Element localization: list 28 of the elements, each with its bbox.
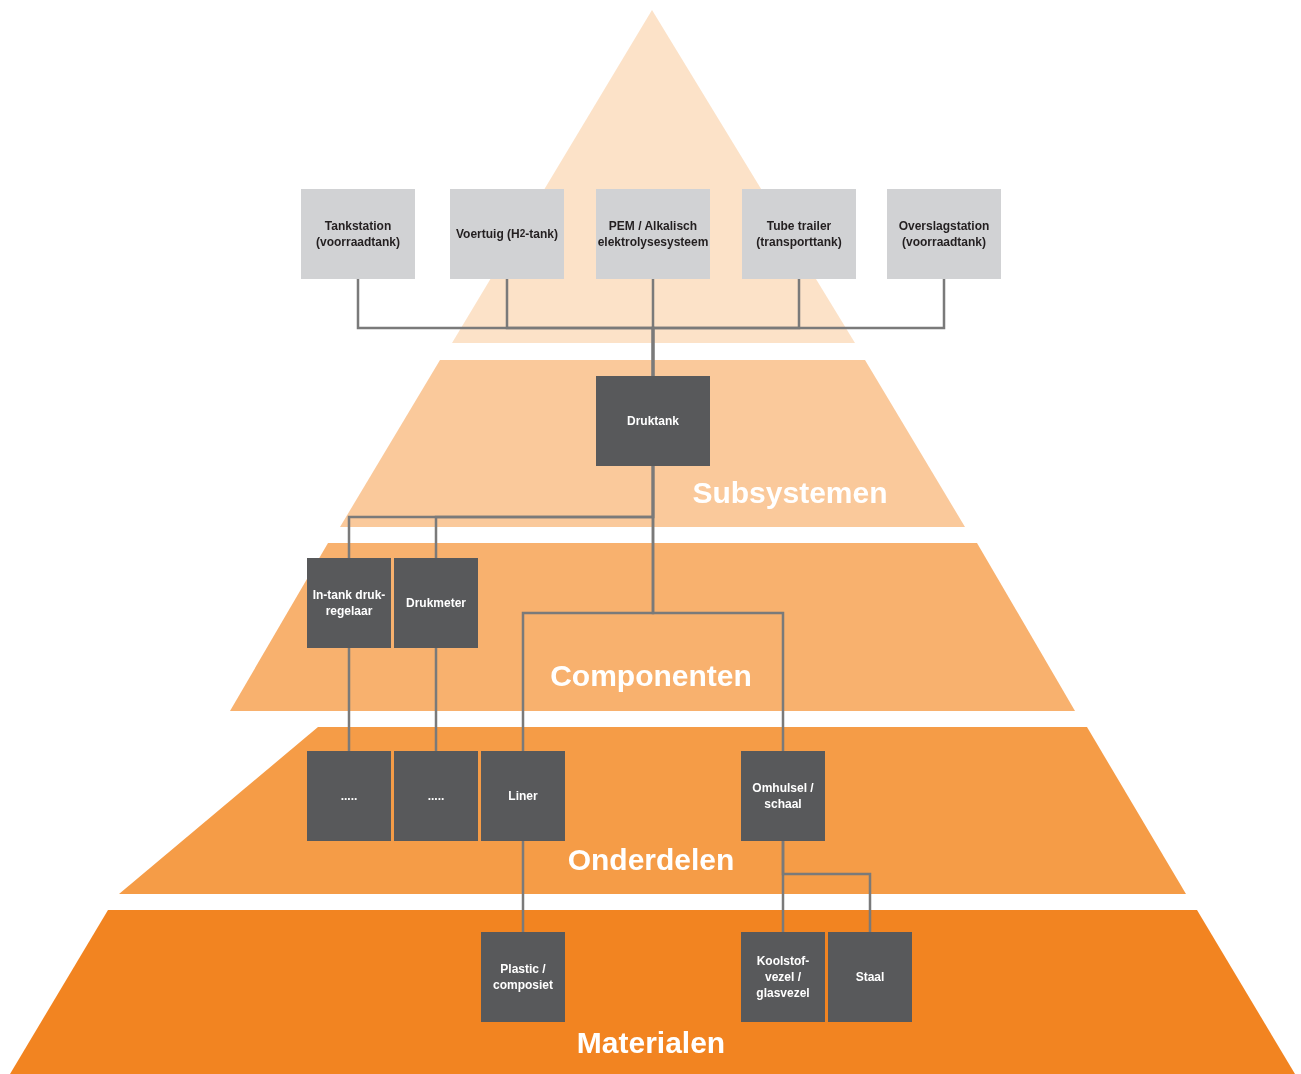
pyramid-band	[340, 360, 965, 527]
connector-line	[781, 841, 872, 932]
level-label: Componenten	[550, 659, 752, 693]
pyramid-band	[230, 543, 1075, 711]
component-box: Druktank	[596, 376, 710, 466]
pyramid-band	[119, 727, 1186, 894]
connector-line	[651, 279, 946, 376]
component-box: Liner	[481, 751, 565, 841]
component-box: .....	[307, 751, 391, 841]
system-box: Tankstation (voorraadtank)	[301, 189, 415, 279]
pyramid-band	[10, 910, 1295, 1074]
component-box: Koolstof-vezel / glasvezel	[741, 932, 825, 1022]
component-box: .....	[394, 751, 478, 841]
system-box: Overslagstation (voorraadtank)	[887, 189, 1001, 279]
connector-line	[434, 648, 438, 751]
connector-line	[347, 648, 351, 751]
level-label: Materialen	[576, 1026, 726, 1060]
component-box: Plastic / composiet	[481, 932, 565, 1022]
component-box: Staal	[828, 932, 912, 1022]
connector-line	[651, 466, 785, 751]
connector-line	[521, 841, 525, 932]
component-box: Omhulsel / schaal	[741, 751, 825, 841]
system-box: Tube trailer (transporttank)	[742, 189, 856, 279]
component-box: In-tank druk-regelaar	[307, 558, 391, 648]
level-label: Subsystemen	[692, 476, 888, 510]
system-box: PEM / Alkalisch elektrolysesysteem	[596, 189, 710, 279]
component-box: Drukmeter	[394, 558, 478, 648]
level-label: Onderdelen	[567, 843, 735, 877]
